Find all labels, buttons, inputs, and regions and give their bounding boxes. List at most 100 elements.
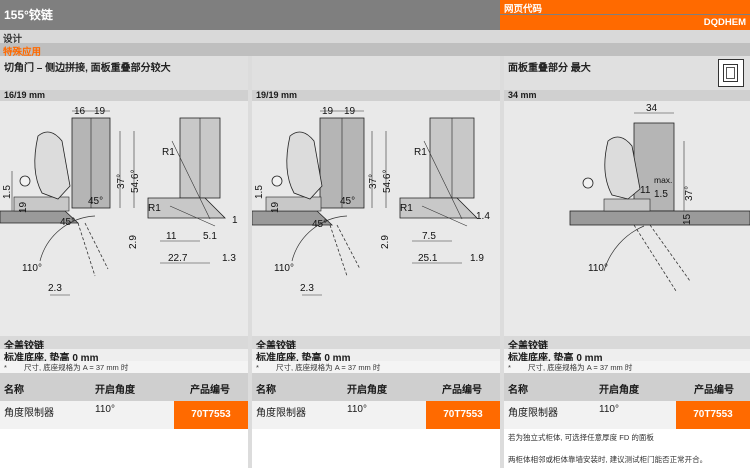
dim-label: 45° <box>88 196 103 207</box>
column-divider <box>248 56 252 468</box>
dim-label: 110° <box>274 263 294 274</box>
column-19-19: 19/19 mm 19 19 1.5 19 <box>252 56 500 468</box>
dim-label: 1.4 <box>476 211 490 222</box>
col-name: 名称 <box>256 385 276 396</box>
panel-note: *尺寸, 底座规格为 A = 37 mm 时 <box>504 361 750 373</box>
dim-label: 2.9 <box>380 235 391 249</box>
product-code-link[interactable]: 70T7553 <box>174 401 248 429</box>
dim-label: 25.1 <box>418 253 438 264</box>
table-row: 角度限制器 110° 70T7553 <box>252 401 500 429</box>
col-code: 产品编号 <box>190 385 230 396</box>
panel-title: 全盖铰链 <box>252 336 500 352</box>
page-title: 155°铰链 <box>4 8 53 22</box>
hinge-drawing-svg: 16 19 1.5 19 37° 54.6° 45° 45° R1 R1 1 2… <box>0 106 238 296</box>
col-code: 产品编号 <box>694 385 734 396</box>
hinge-drawing: 34 max. 11 1.5 37° 15 110° <box>504 101 750 355</box>
dim-label: 45° <box>340 196 355 207</box>
dim-label: 5.1 <box>203 231 217 242</box>
dim-label: 22.7 <box>168 253 188 264</box>
col-angle: 开启角度 <box>347 385 387 396</box>
dim-label: 37° <box>684 186 695 201</box>
dim-label: 11 <box>640 185 651 196</box>
dim-label: 15 <box>682 213 693 225</box>
dimension-label: 34 mm <box>504 90 750 101</box>
table-row: 角度限制器 110° 70T7553 <box>0 401 248 429</box>
dim-label: 19 <box>270 201 281 213</box>
dim-label: 45° <box>60 217 75 228</box>
panel-title: 全盖铰链 <box>504 336 750 352</box>
dim-label: 1.5 <box>2 185 13 199</box>
hinge-drawing: 16 19 1.5 19 37° 54.6° 45° 45° R1 R1 1 2… <box>0 101 248 355</box>
dim-label: 2.9 <box>128 235 139 249</box>
dim-label: 11 <box>166 231 177 242</box>
col-name: 名称 <box>4 385 24 396</box>
panel-subtitle: 标准底座, 垫高 0 mm <box>504 349 750 364</box>
table-header: 名称 开启角度 产品编号 <box>252 373 500 401</box>
dim-label: 1.9 <box>470 253 484 264</box>
dim-label: max. <box>654 175 672 185</box>
dim-label: 54.6° <box>382 170 393 193</box>
note-star: * <box>4 363 7 372</box>
column-subhead: 切角门 – 侧边拼接, 面板重叠部分较大 <box>0 56 248 90</box>
dim-label: 37° <box>116 174 127 189</box>
dim-label: 54.6° <box>130 170 141 193</box>
dim-label: 1.5 <box>654 189 668 200</box>
dim-label: 45° <box>312 219 327 230</box>
dim-label: 1 <box>232 215 238 226</box>
dim-label: 19 <box>18 201 29 213</box>
panel-subtitle: 标准底座, 垫高 0 mm <box>0 349 248 364</box>
design-bar: 设计 <box>0 30 750 45</box>
table-header: 名称 开启角度 产品编号 <box>0 373 248 401</box>
column-subhead: 面板重叠部分 最大 <box>504 56 750 90</box>
hinge-drawing-svg: 19 19 1.5 19 37° 54.6° 45° 45° R1 R1 1.4… <box>252 106 490 296</box>
table-header: 名称 开启角度 产品编号 <box>504 373 750 401</box>
panel-note: *尺寸, 底座规格为 A = 37 mm 时 <box>0 361 248 373</box>
dim-label: 2.3 <box>48 283 62 294</box>
dim-label: R1 <box>162 147 175 158</box>
product-code-link[interactable]: 70T7553 <box>426 401 500 429</box>
page-code[interactable]: DQDHEM <box>500 15 750 30</box>
dim-label: 110° <box>588 263 608 274</box>
row-angle: 110° <box>95 404 115 415</box>
dim-label: R1 <box>414 147 427 158</box>
dim-label: 34 <box>646 103 658 114</box>
column-16-19: 切角门 – 侧边拼接, 面板重叠部分较大 16/19 mm <box>0 56 496 468</box>
dim-label: R1 <box>400 203 413 214</box>
row-name: 角度限制器 <box>508 408 558 419</box>
dim-label: 19 <box>322 106 334 117</box>
dimension-label: 16/19 mm <box>0 90 248 101</box>
dim-label: R1 <box>148 203 161 214</box>
page-header: 155°铰链 网页代码 DQDHEM <box>0 0 750 30</box>
row-name: 角度限制器 <box>4 408 54 419</box>
dimension-label: 19/19 mm <box>252 90 500 101</box>
door-overlay-icon <box>718 59 744 87</box>
dim-label: 19 <box>94 106 106 117</box>
note-star: * <box>256 363 259 372</box>
table-row: 角度限制器 110° 70T7553 <box>504 401 750 429</box>
column-divider <box>500 56 504 468</box>
col-angle: 开启角度 <box>599 385 639 396</box>
col-angle: 开启角度 <box>95 385 135 396</box>
footnote: 两柜体相邻或柜体靠墙安装时, 建议测试柜门能否正常开合。 <box>508 455 708 464</box>
row-angle: 110° <box>347 404 367 415</box>
dim-label: 1.5 <box>254 185 265 199</box>
dim-label: 1.3 <box>222 253 236 264</box>
panel-subtitle: 标准底座, 垫高 0 mm <box>252 349 500 364</box>
column-34: 面板重叠部分 最大 34 mm 34 max. 11 1.5 37° 15 11… <box>504 56 750 468</box>
col-name: 名称 <box>508 385 528 396</box>
dim-label: 110° <box>22 263 42 274</box>
row-angle: 110° <box>599 404 619 415</box>
col-code: 产品编号 <box>442 385 482 396</box>
hinge-drawing: 19 19 1.5 19 37° 54.6° 45° 45° R1 R1 1.4… <box>252 101 500 355</box>
hinge-drawing-svg: 34 max. 11 1.5 37° 15 110° <box>569 103 750 292</box>
special-application-bar: 特殊应用 <box>0 43 750 58</box>
page-code-label: 网页代码 <box>500 0 750 15</box>
dim-label: 2.3 <box>300 283 314 294</box>
row-name: 角度限制器 <box>256 408 306 419</box>
footnote: 若为独立式柜体, 可选择任意厚度 FD 的面板 <box>508 433 654 442</box>
panel-title: 全盖铰链 <box>0 336 248 352</box>
dim-label: 37° <box>368 174 379 189</box>
column-subhead <box>252 56 500 90</box>
product-code-link[interactable]: 70T7553 <box>676 401 750 429</box>
dim-label: 16 <box>74 106 86 117</box>
